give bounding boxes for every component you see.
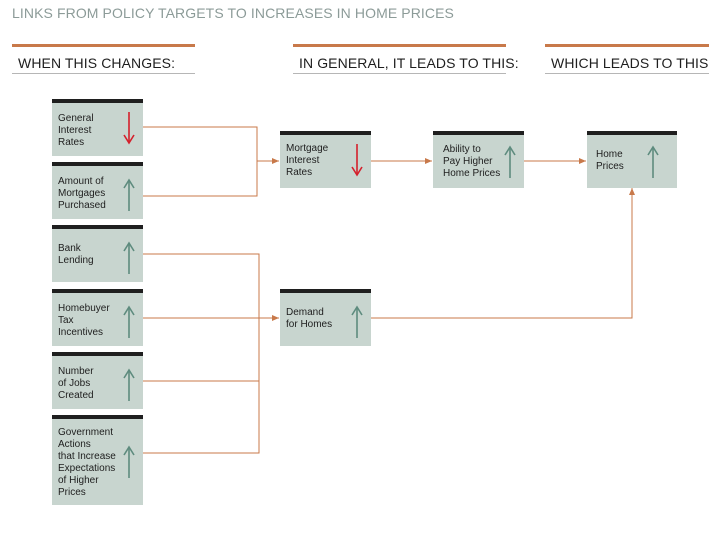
column-header-result: WHICH LEADS TO THIS: bbox=[545, 44, 709, 74]
node-amount-of-mortgages: Amount of Mortgages Purchased bbox=[52, 162, 143, 219]
node-ability-to-pay: Ability to Pay Higher Home Prices bbox=[433, 131, 524, 188]
node-bank-lending: Bank Lending bbox=[52, 225, 143, 282]
column-header-result-label: WHICH LEADS TO THIS: bbox=[551, 55, 709, 71]
arrow-down-icon bbox=[123, 112, 135, 145]
node-label: Ability to Pay Higher Home Prices bbox=[443, 144, 501, 179]
arrow-up-icon bbox=[351, 305, 363, 338]
arrow-up-icon bbox=[123, 445, 135, 478]
node-label: Homebuyer Tax Incentives bbox=[58, 303, 110, 338]
node-label: Bank Lending bbox=[58, 243, 94, 266]
column-header-causes: WHEN THIS CHANGES: bbox=[12, 44, 195, 74]
node-label: Government Actions that Increase Expecta… bbox=[58, 427, 116, 498]
arrow-up-icon bbox=[647, 145, 659, 178]
node-government-actions: Government Actions that Increase Expecta… bbox=[52, 415, 143, 505]
arrow-up-icon bbox=[123, 241, 135, 274]
arrow-up-icon bbox=[123, 368, 135, 401]
node-homebuyer-tax-incentives: Homebuyer Tax Incentives bbox=[52, 289, 143, 346]
node-label: Demand for Homes bbox=[286, 307, 333, 330]
node-label: Number of Jobs Created bbox=[58, 366, 94, 401]
node-label: Mortgage Interest Rates bbox=[286, 143, 329, 178]
edge-bank-lending-to-demand bbox=[143, 253, 260, 454]
column-header-effects-label: IN GENERAL, IT LEADS TO THIS: bbox=[299, 55, 519, 71]
edge-demand-to-home-prices bbox=[371, 188, 635, 319]
column-header-causes-label: WHEN THIS CHANGES: bbox=[18, 55, 176, 71]
node-general-interest-rates: General Interest Rates bbox=[52, 99, 143, 156]
node-label: Home Prices bbox=[596, 149, 624, 172]
diagram-title: LINKS FROM POLICY TARGETS TO INCREASES I… bbox=[12, 5, 454, 21]
node-mortgage-interest-rates: Mortgage Interest Rates bbox=[280, 131, 371, 188]
node-label: Amount of Mortgages Purchased bbox=[58, 176, 106, 211]
edge-interest-to-mortgage bbox=[143, 126, 279, 164]
arrow-up-icon bbox=[123, 178, 135, 211]
node-demand-for-homes: Demand for Homes bbox=[280, 289, 371, 346]
edge-mortgages-to-mortgage-rates bbox=[143, 161, 258, 197]
node-label: General Interest Rates bbox=[58, 113, 94, 148]
arrow-up-icon bbox=[504, 145, 516, 178]
node-number-of-jobs: Number of Jobs Created bbox=[52, 352, 143, 409]
column-header-effects: IN GENERAL, IT LEADS TO THIS: bbox=[293, 44, 519, 74]
node-home-prices: Home Prices bbox=[587, 131, 677, 188]
arrow-down-icon bbox=[351, 144, 363, 177]
arrow-up-icon bbox=[123, 305, 135, 338]
